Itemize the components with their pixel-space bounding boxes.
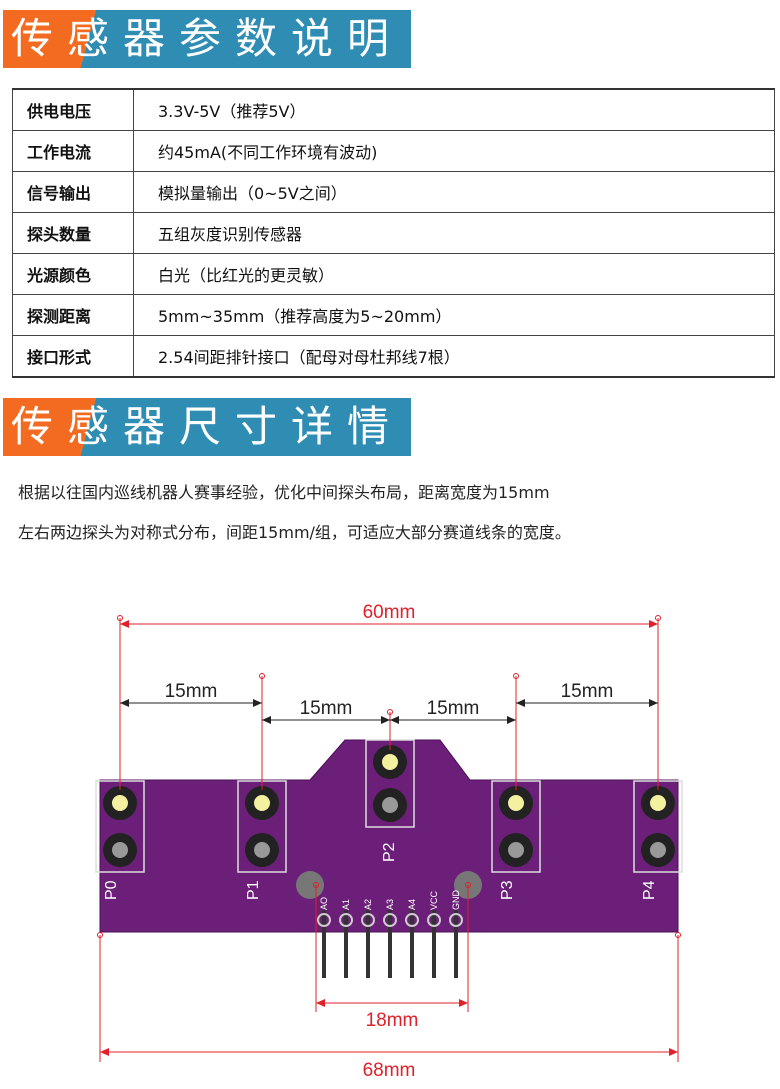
arrow-right-icon <box>669 1048 678 1056</box>
spec-label: 信号输出 <box>12 171 134 213</box>
table-row: 信号输出模拟量输出（0~5V之间） <box>12 171 775 213</box>
spec-label: 探测距离 <box>12 294 134 336</box>
spec-label: 探头数量 <box>12 212 134 254</box>
arrow-left-icon <box>516 699 525 707</box>
pin-pad <box>449 913 463 927</box>
arrow-left-icon <box>100 1048 109 1056</box>
section-banner-params: 传感器参数说明 <box>3 10 411 68</box>
reference-dot <box>97 932 103 938</box>
pin-label: GND <box>451 890 461 911</box>
pin-pad <box>427 913 441 927</box>
white-led <box>508 795 524 811</box>
arrow-right-icon <box>649 699 658 707</box>
pin-label: A4 <box>407 899 417 910</box>
pin-label: A2 <box>363 899 373 910</box>
reference-dot <box>675 932 681 938</box>
description-line-1: 根据以往国内巡线机器人赛事经验，优化中间探头布局，距离宽度为15mm <box>18 483 550 502</box>
spec-label: 接口形式 <box>12 335 134 378</box>
pin-pad <box>405 913 419 927</box>
pin-label: A1 <box>341 899 351 910</box>
description-line-2: 左右两边探头为对称式分布，间距15mm/组，可适应大部分赛道线条的宽度。 <box>18 523 571 542</box>
header-pin <box>388 910 392 978</box>
pcb-board <box>99 739 679 933</box>
photodiode <box>382 797 398 813</box>
spec-value: 模拟量输出（0~5V之间） <box>133 171 775 213</box>
dimension-label: 60mm <box>363 602 416 623</box>
arrow-left-icon <box>262 716 271 724</box>
section-title: 传感器尺寸详情 <box>11 402 404 451</box>
probe-label: P3 <box>499 880 516 900</box>
photodiode <box>650 842 666 858</box>
arrow-left-icon <box>120 699 129 707</box>
dimension-label: 15mm <box>561 681 614 702</box>
spec-value: 5mm~35mm（推荐高度为5~20mm） <box>133 294 775 336</box>
header-pin <box>432 910 436 978</box>
pin-pad <box>361 913 375 927</box>
section-title: 传感器参数说明 <box>11 14 404 63</box>
photodiode <box>254 842 270 858</box>
spec-value: 约45mA(不同工作环境有波动) <box>133 130 775 172</box>
probe-label: P4 <box>641 880 658 900</box>
pin-label: A3 <box>385 899 395 910</box>
header-pin <box>344 910 348 978</box>
photodiode <box>508 842 524 858</box>
dimension-label: 15mm <box>165 681 218 702</box>
spec-label: 供电电压 <box>12 88 134 131</box>
arrow-left-icon <box>316 999 325 1007</box>
mount-hole <box>296 871 324 899</box>
white-led <box>112 795 128 811</box>
arrow-right-icon <box>649 620 658 628</box>
dimension-label: 15mm <box>300 698 353 719</box>
pin-pad <box>383 913 397 927</box>
reference-dot <box>313 882 319 888</box>
dimension-label: 18mm <box>366 1010 419 1031</box>
arrow-left-icon <box>390 716 399 724</box>
white-led <box>254 795 270 811</box>
probe-label: P2 <box>381 842 398 862</box>
spec-label: 光源颜色 <box>12 253 134 295</box>
arrow-right-icon <box>507 716 516 724</box>
reference-dot <box>465 882 471 888</box>
arrow-right-icon <box>459 999 468 1007</box>
header-pin <box>366 910 370 978</box>
white-led <box>650 795 666 811</box>
header-pin <box>322 910 326 978</box>
arrow-left-icon <box>120 620 129 628</box>
pin-pad <box>339 913 353 927</box>
section-banner-dimensions: 传感器尺寸详情 <box>3 398 411 456</box>
pin-pad <box>317 913 331 927</box>
photodiode <box>112 842 128 858</box>
probe-label: P0 <box>103 880 120 900</box>
table-row: 光源颜色白光（比红光的更灵敏） <box>12 253 775 295</box>
pin-label: VCC <box>429 890 439 910</box>
arrow-right-icon <box>381 716 390 724</box>
spec-label: 工作电流 <box>12 130 134 172</box>
pin-label: AO <box>319 897 329 910</box>
probe-label: P1 <box>245 880 262 900</box>
header-pin <box>454 910 458 978</box>
reference-dot <box>655 615 661 621</box>
reference-dot <box>513 673 519 679</box>
dimension-label: 15mm <box>427 698 480 719</box>
reference-dot <box>387 709 393 715</box>
dimension-label: 68mm <box>363 1060 416 1081</box>
white-led <box>382 754 398 770</box>
spec-value: 2.54间距排针接口（配母对母杜邦线7根） <box>133 335 775 378</box>
arrow-right-icon <box>253 699 262 707</box>
header-pin <box>410 910 414 978</box>
table-row: 工作电流约45mA(不同工作环境有波动) <box>12 130 775 172</box>
spec-value: 白光（比红光的更灵敏） <box>133 253 775 295</box>
reference-dot <box>117 615 123 621</box>
reference-dot <box>259 673 265 679</box>
